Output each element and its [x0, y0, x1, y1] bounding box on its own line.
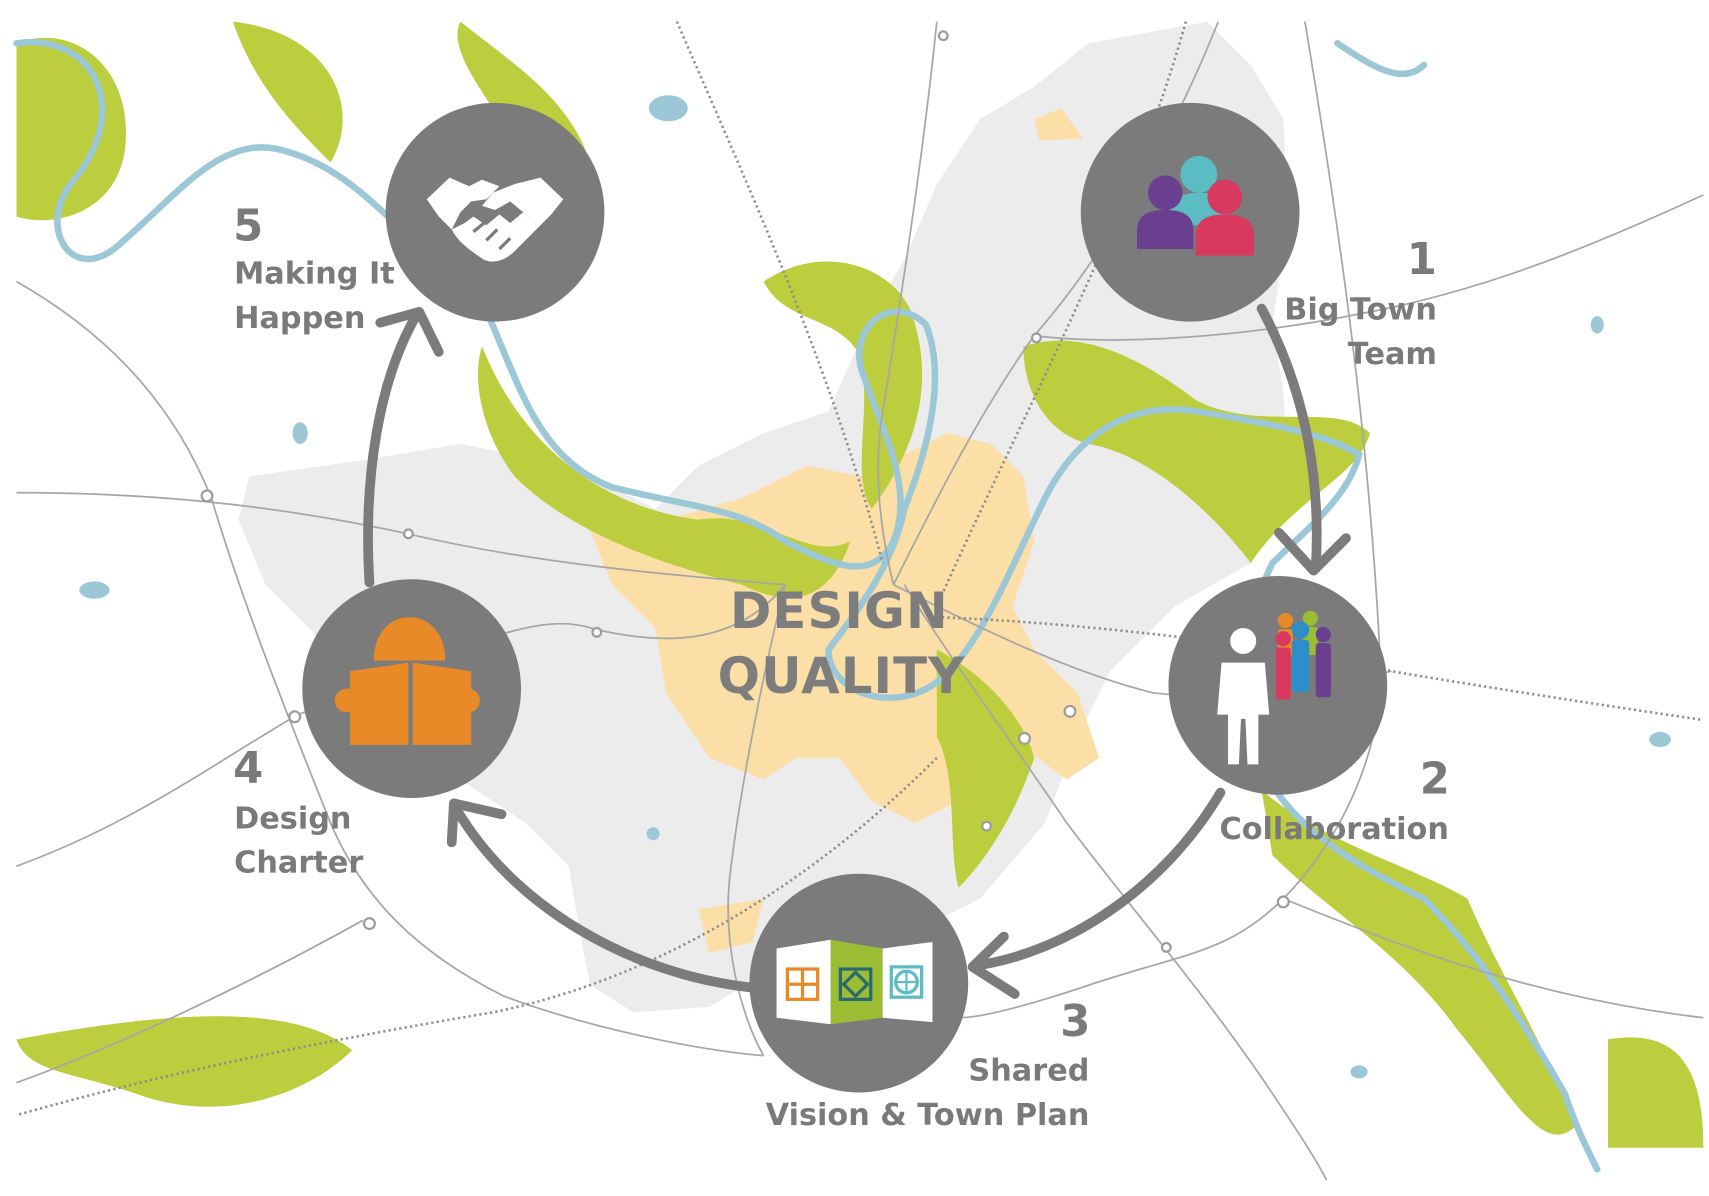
step-1-number: 1 — [1407, 235, 1437, 285]
arrowhead-1-to-2 — [1274, 527, 1351, 576]
town-centre-south — [698, 898, 764, 953]
lakes — [79, 95, 1671, 1079]
road-south — [903, 584, 1328, 1181]
green-southwest — [16, 1016, 353, 1107]
handshake-icon — [426, 177, 564, 262]
step-1-label-line1: Big Town — [1284, 292, 1437, 327]
green-southeast — [1608, 1037, 1704, 1148]
step-3-label-line1: Shared — [968, 1054, 1089, 1089]
arrow-4-to-5 — [363, 309, 422, 588]
step-5-label-line2: Happen — [234, 301, 365, 336]
road-southwest-lower — [16, 919, 364, 1084]
arrowhead-4-to-5 — [375, 306, 444, 357]
road-east-south — [1282, 897, 1704, 1019]
step-4-number: 4 — [233, 744, 263, 794]
step-4-label-line2: Charter — [234, 846, 363, 881]
junction-node — [1063, 704, 1077, 718]
junction-node — [362, 917, 376, 931]
cycle-arrows — [363, 303, 1351, 999]
lake — [1590, 316, 1604, 334]
junction-node — [591, 626, 603, 638]
railway-northwest — [675, 21, 884, 564]
step-5-node[interactable]: 5 Making It Happen — [233, 102, 605, 336]
lake — [1649, 731, 1671, 748]
river-north — [1334, 40, 1428, 78]
center-title-line2: QUALITY — [718, 647, 966, 705]
road-centre-south — [727, 584, 787, 1057]
road-east — [1034, 194, 1704, 341]
green-east-river — [1261, 790, 1576, 1135]
step-5-circle — [385, 102, 605, 322]
junction-node — [288, 710, 302, 724]
arrowhead-3-to-4 — [446, 798, 507, 848]
town-plan-document-icon — [776, 939, 933, 1025]
lake — [646, 827, 660, 841]
step-4-node[interactable]: 4 Design Charter — [233, 579, 522, 881]
collaboration-people-icon — [1217, 610, 1331, 765]
arrow-2-to-3 — [969, 787, 1226, 971]
junction-node — [403, 528, 414, 540]
people-group-icon — [1137, 155, 1255, 256]
lake — [1350, 1065, 1368, 1079]
step-5-label-line1: Making It — [234, 257, 395, 292]
junction-node — [1160, 941, 1172, 953]
step-3-label-line2: Vision & Town Plan — [766, 1098, 1090, 1133]
lake — [79, 581, 110, 599]
lake — [648, 95, 688, 122]
green-spaces — [16, 21, 1704, 1148]
arrow-1-to-2 — [1256, 303, 1322, 574]
road-ring-west — [16, 280, 764, 1057]
green-south-centre — [936, 649, 1035, 888]
arrow-3-to-4 — [450, 801, 756, 993]
green-northwest — [233, 21, 343, 163]
step-4-label-line1: Design — [234, 801, 351, 836]
step-3-node[interactable]: 3 Shared Vision & Town Plan — [749, 873, 1090, 1133]
map-background — [13, 21, 1704, 1181]
junction-node — [200, 489, 214, 503]
town-centre-north — [1034, 108, 1083, 141]
step-1-node[interactable]: 1 Big Town Team — [1080, 102, 1437, 372]
green-central-loop — [763, 261, 923, 509]
step-2-number: 2 — [1420, 755, 1450, 805]
reading-book-icon — [334, 617, 480, 745]
green-west — [16, 37, 126, 221]
step-2-label-line1: Collaboration — [1220, 812, 1449, 847]
junction-node — [1030, 332, 1042, 344]
step-3-number: 3 — [1060, 997, 1090, 1047]
step-1-label-line2: Team — [1348, 337, 1437, 372]
lake — [292, 422, 308, 444]
green-east-bend — [1023, 340, 1370, 564]
center-title-line1: DESIGN — [730, 582, 949, 640]
junction-node — [981, 820, 993, 832]
step-5-number: 5 — [233, 201, 263, 251]
green-meander — [477, 346, 851, 598]
road-west-centre — [16, 491, 786, 586]
road-north-centre — [877, 21, 938, 585]
junction-node — [1017, 731, 1031, 745]
junction-node — [1276, 895, 1290, 909]
arrowhead-2-to-3 — [967, 931, 1020, 999]
step-2-node[interactable]: 2 Collaboration — [1168, 576, 1450, 847]
junctions — [200, 30, 1290, 953]
junction-node — [937, 30, 949, 42]
road-southeast — [958, 21, 1382, 1019]
